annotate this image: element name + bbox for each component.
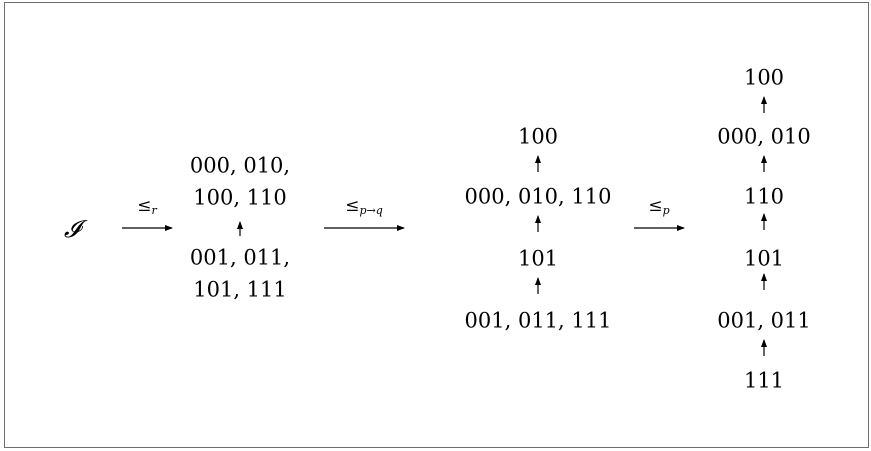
order-r-symbol: ≤ — [137, 196, 152, 216]
order-p-label: ≤p — [648, 196, 670, 217]
diagram-p-level: 111 — [743, 368, 785, 393]
diagram-p-level: 000, 010 — [717, 124, 811, 149]
diagram-pq-level: 000, 010, 110 — [464, 184, 612, 209]
diagram-r-top-line: 100, 110 — [193, 185, 287, 210]
figure-frame — [4, 2, 869, 448]
diagram-pq-level: 001, 011, 111 — [464, 308, 612, 333]
order-p-subscript: p — [662, 204, 670, 217]
diagram-p-level: 100 — [743, 65, 785, 90]
diagram-p-level: 101 — [743, 246, 785, 271]
diagram-r-bottom-line: 101, 111 — [193, 277, 287, 302]
order-pq-symbol: ≤ — [345, 196, 360, 216]
order-pq-label: ≤p→q — [345, 196, 383, 217]
order-pq-subscript: p→q — [359, 204, 383, 217]
interpretation-symbol: 𝓘 — [63, 215, 81, 243]
diagram-r-top-line: 000, 010, — [189, 153, 291, 178]
diagram-pq-level: 100 — [517, 124, 559, 149]
order-r-subscript: r — [151, 204, 157, 217]
diagram-p-level: 001, 011 — [717, 308, 811, 333]
diagram-r-bottom-line: 001, 011, — [189, 245, 291, 270]
order-r-label: ≤r — [137, 196, 157, 217]
order-p-symbol: ≤ — [648, 196, 663, 216]
diagram-p-level: 110 — [743, 184, 785, 209]
diagram-pq-level: 101 — [517, 246, 559, 271]
